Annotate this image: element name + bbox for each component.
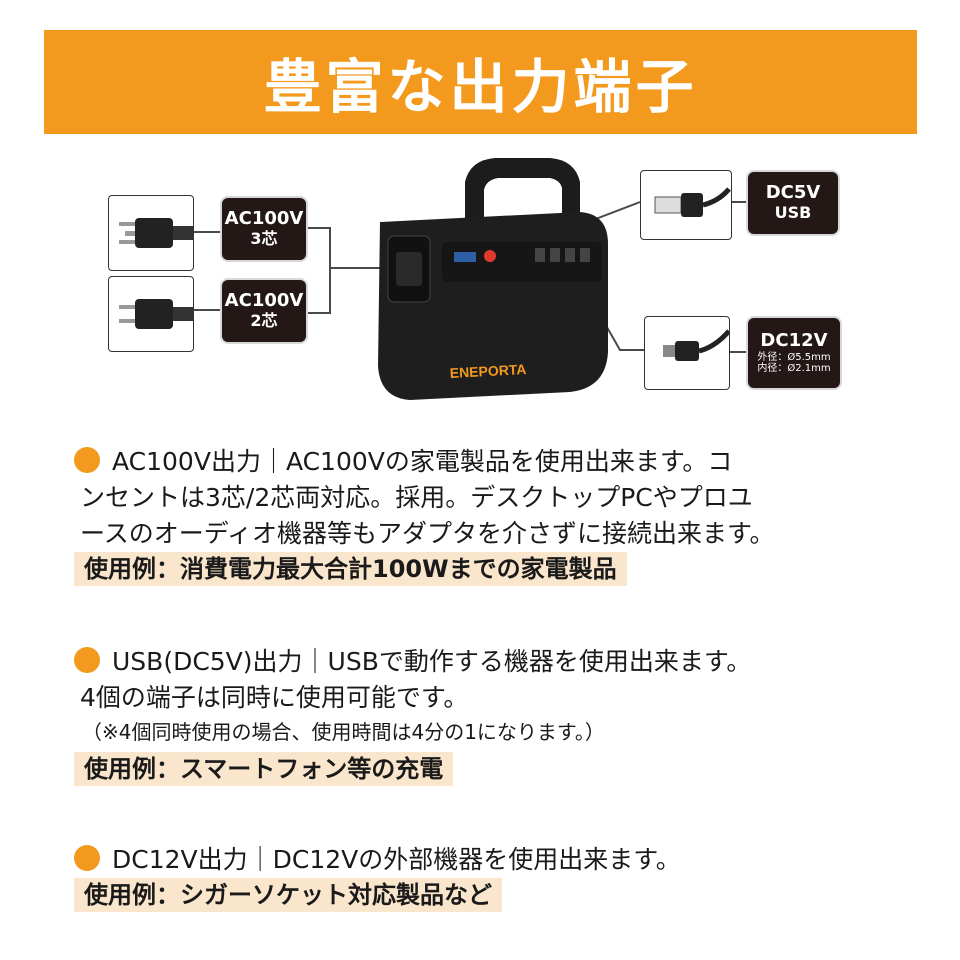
section-line: USB(DC5V)出力｜USBで動作する機器を使用出来ます。 bbox=[74, 644, 751, 680]
ac-2pin-label: AC100V 2芯 bbox=[222, 280, 306, 342]
dc12v-label: DC12V 外径：Ø5.5mm 内径：Ø2.1mm bbox=[748, 318, 840, 388]
device-brand-logo: ENEPORTA bbox=[449, 361, 526, 381]
dc12v-cable-image bbox=[644, 316, 731, 390]
usage-example: 使用例：シガーソケット対応製品など bbox=[74, 878, 502, 912]
section-ac100v: AC100V出力｜AC100Vの家電製品を使用出来ます。コ ンセントは3芯/2芯… bbox=[74, 444, 775, 586]
usb-cable-image bbox=[640, 170, 732, 240]
section-usb: USB(DC5V)出力｜USBで動作する機器を使用出来ます。 4個の端子は同時に… bbox=[74, 644, 751, 786]
ac-3pin-plug-image bbox=[108, 195, 194, 271]
usage-example: 使用例：消費電力最大合計100Wまでの家電製品 bbox=[74, 552, 627, 586]
section-dc12v: DC12V出力｜DC12Vの外部機器を使用出来ます。 使用例：シガーソケット対応… bbox=[74, 842, 681, 912]
bullet-dot-icon bbox=[74, 845, 100, 871]
product-diagram: AC100V 3芯 AC100V 2芯 ENEPORTA bbox=[0, 140, 960, 430]
usb-label: DC5V USB bbox=[748, 172, 838, 234]
section-line: ースのオーディオ機器等もアダプタを介さずに接続出来ます。 bbox=[80, 519, 775, 548]
ac-3pin-label: AC100V 3芯 bbox=[222, 198, 306, 260]
section-line: DC12V出力｜DC12Vの外部機器を使用出来ます。 bbox=[74, 842, 681, 878]
header-banner: 豊富な出力端子 bbox=[44, 30, 917, 134]
section-note: （※4個同時使用の場合、使用時間は4分の1になります。） bbox=[82, 720, 605, 744]
usb-plug-icon bbox=[654, 187, 731, 217]
plug-2pin-icon bbox=[119, 299, 193, 329]
power-station-image: ENEPORTA bbox=[378, 158, 608, 400]
section-line: ンセントは3芯/2芯両対応。採用。デスクトップPCやプロユ bbox=[80, 483, 753, 512]
usage-example: 使用例：スマートフォン等の充電 bbox=[74, 752, 454, 786]
section-line: AC100V出力｜AC100Vの家電製品を使用出来ます。コ bbox=[74, 444, 775, 480]
ac-2pin-plug-image bbox=[108, 276, 194, 352]
section-line: 4個の端子は同時に使用可能です。 bbox=[80, 683, 469, 712]
plug-3pin-icon bbox=[119, 218, 193, 248]
page-title: 豊富な出力端子 bbox=[263, 53, 698, 121]
bullet-dot-icon bbox=[74, 647, 100, 673]
bullet-dot-icon bbox=[74, 447, 100, 473]
dc-plug-icon bbox=[663, 329, 731, 361]
